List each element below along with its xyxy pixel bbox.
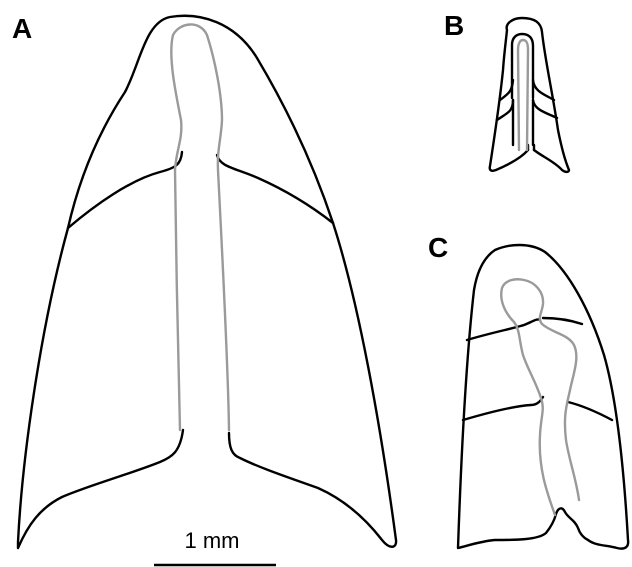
scale-bar-label: 1 mm [185, 528, 240, 553]
panel-a-median-canal [171, 24, 229, 430]
panel-c-label: C [428, 232, 448, 263]
panel-c: C [428, 232, 628, 549]
panel-b-inner-walls [512, 34, 533, 98]
panel-a-outline [18, 16, 396, 548]
panel-c-suture-lower [463, 397, 612, 420]
panel-a-upper-right-suture [217, 155, 333, 223]
panel-b: B [444, 10, 569, 172]
panel-c-canal [501, 279, 579, 515]
panel-a: A [12, 13, 396, 548]
panel-b-suture-3 [513, 100, 534, 150]
panel-b-median-canal [518, 40, 528, 150]
scale-bar: 1 mm [154, 528, 276, 565]
panel-a-label: A [12, 13, 32, 44]
panel-b-outline [490, 18, 569, 172]
panel-a-upper-left-suture [68, 152, 182, 228]
panel-b-label: B [444, 10, 464, 41]
